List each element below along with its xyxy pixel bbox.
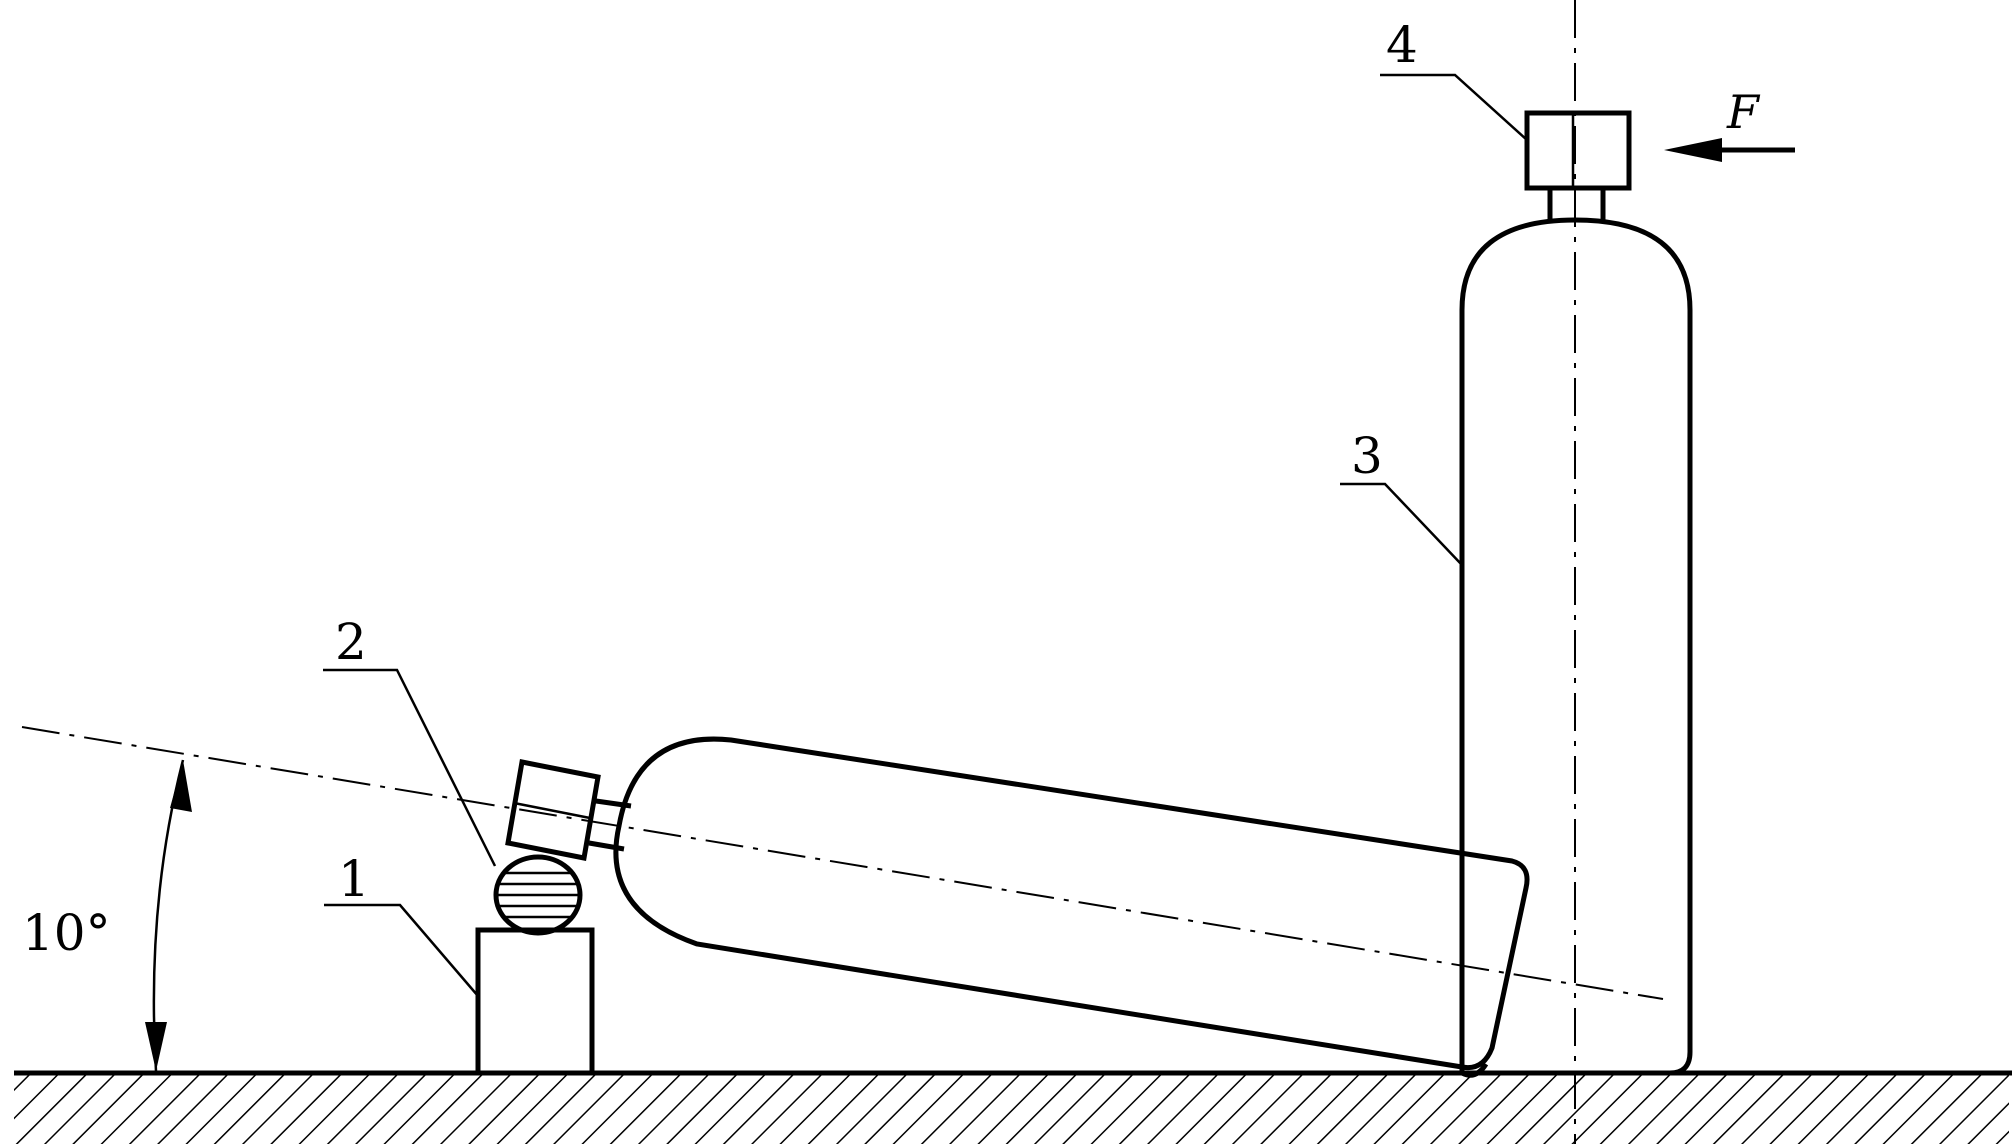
label-part-2: 2	[335, 613, 367, 671]
tilted-cylinder-valve-line	[513, 801, 591, 820]
roller-ball-outline	[493, 854, 583, 936]
support-block	[475, 927, 595, 1076]
label-part-4: 4	[1386, 16, 1418, 74]
tilted-cylinder-neck	[588, 840, 625, 852]
leader-line-4	[1380, 73, 1528, 141]
angle-arrowhead-top	[170, 760, 192, 812]
force-arrow	[1664, 138, 1795, 162]
ground-hatching	[14, 1073, 2009, 1144]
force-arrowhead	[1664, 138, 1722, 162]
tilted-cylinder	[505, 736, 1530, 1071]
tilted-cylinder-valve	[505, 759, 601, 861]
roller-ball	[493, 854, 583, 936]
upright-cylinder	[1459, 110, 1693, 1078]
leader-line-2	[323, 668, 497, 867]
label-part-3: 3	[1351, 427, 1383, 485]
upright-cylinder-base	[1460, 1062, 1489, 1078]
leader-lines	[323, 73, 1528, 997]
cylinder-valve	[1524, 110, 1632, 191]
leader-line-3	[1340, 482, 1463, 566]
label-part-1: 1	[338, 850, 370, 908]
tilted-axis-centerline	[21, 726, 1664, 1000]
label-force: F	[1726, 85, 1761, 139]
angle-dimension	[145, 759, 192, 1072]
label-angle: 10°	[22, 904, 111, 962]
tilted-cylinder-body	[613, 736, 1530, 1071]
ground	[14, 1070, 2012, 1144]
leader-line-1	[324, 903, 479, 997]
upright-cylinder-body	[1459, 217, 1693, 1076]
angle-arrowhead-bottom	[145, 1022, 167, 1071]
